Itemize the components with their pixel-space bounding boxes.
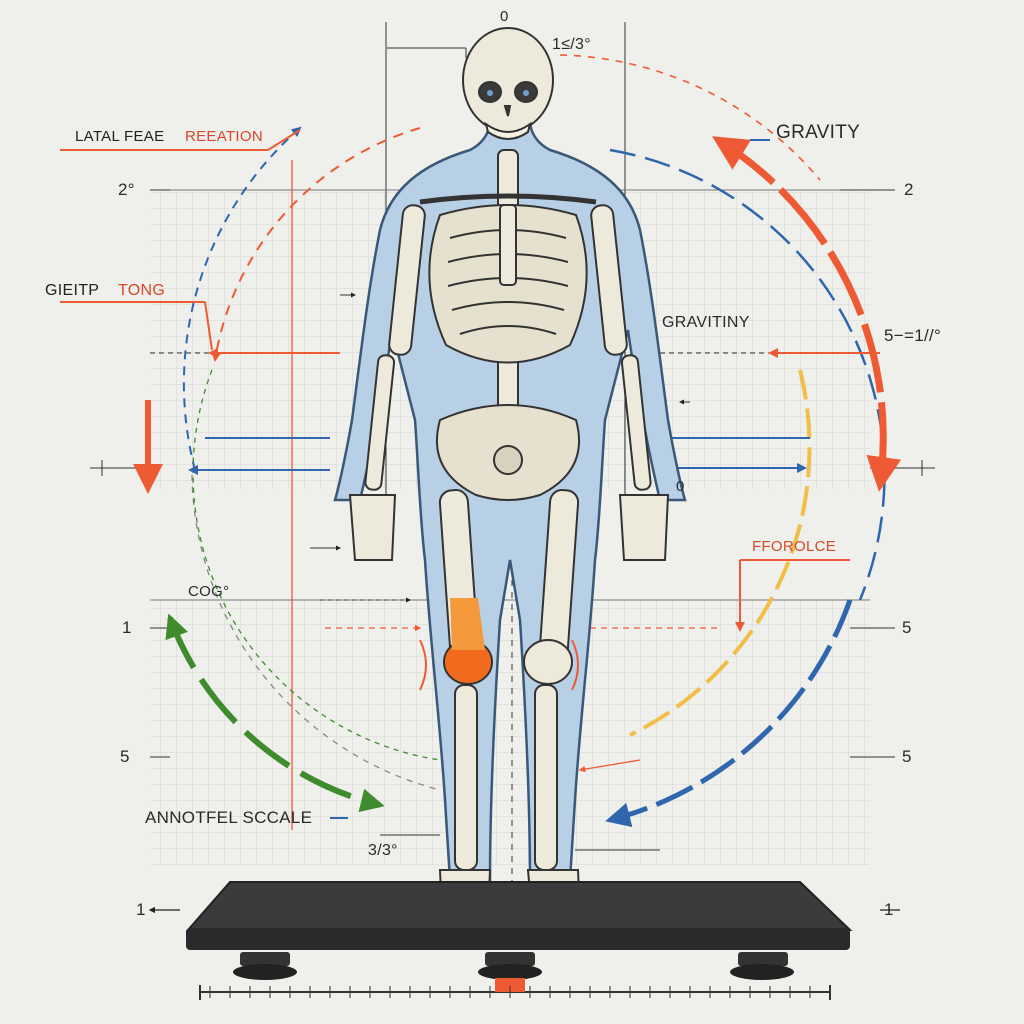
label-hand-zero: 0 <box>676 478 685 495</box>
label-latal-feae: LATAL FEAE <box>75 128 165 145</box>
torso-skeleton <box>419 149 597 501</box>
skull <box>462 27 554 140</box>
platform-left-label: 1 <box>136 900 146 919</box>
arm-bones <box>348 204 670 561</box>
scale-right-top: 2 <box>904 180 914 199</box>
label-right-formula: 5−=1//° <box>884 326 942 345</box>
force-platform <box>185 881 853 1000</box>
platform-right-label: 1 <box>884 900 894 919</box>
label-angle-bottom: 3/3° <box>368 842 398 859</box>
scale-left-middle: 1 <box>122 618 132 637</box>
label-gravitiny: GRAVITINY <box>662 314 750 331</box>
label-gravity: GRAVITY <box>776 122 861 143</box>
force-arrows <box>60 129 900 914</box>
scale-right-bottom: 5 <box>902 747 912 766</box>
label-reeation: REEATION <box>185 128 263 145</box>
label-gieitp: GIEITP <box>45 282 100 299</box>
label-top-angle: 1≤/3° <box>552 36 591 53</box>
scale-left-bottom: 5 <box>120 747 130 766</box>
label-cog: COG° <box>188 583 230 600</box>
scale-left-top: 2° <box>118 180 135 199</box>
label-fforolce: FFOROLCE <box>752 538 837 555</box>
rotation-arcs <box>133 54 902 828</box>
label-annotfel-scale: ANNOTFEL SCCALE <box>145 808 313 827</box>
scale-right-middle: 5 <box>902 618 912 637</box>
label-top-zero: 0 <box>500 8 509 25</box>
label-tong: TONG <box>118 282 166 299</box>
ruler-ticks <box>209 986 811 998</box>
